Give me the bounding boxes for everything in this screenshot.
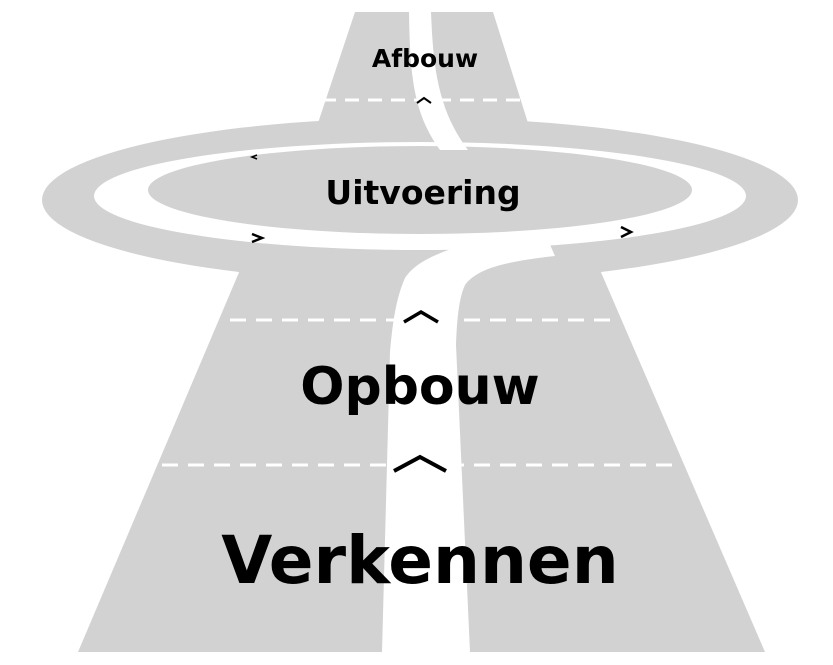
- bottom-road-center-line: [382, 232, 555, 652]
- chevron-right-icon: [620, 225, 634, 239]
- chevron-up-icon: [416, 96, 432, 104]
- stage-label-verkennen: Verkennen: [221, 522, 618, 599]
- lane-arrows: [393, 96, 447, 473]
- loop-arrows: [249, 154, 634, 244]
- stage-label-afbouw: Afbouw: [372, 44, 478, 73]
- stage-label-uitvoering: Uitvoering: [325, 173, 520, 212]
- chevron-left-icon: [249, 154, 258, 160]
- chevron-up-icon: [403, 309, 439, 324]
- bottom-road: [78, 232, 765, 652]
- roundabout: [42, 118, 798, 282]
- chevron-right-icon: [251, 232, 266, 244]
- top-road-center-line: [409, 12, 468, 150]
- chevron-up-icon: [393, 454, 447, 473]
- roundabout-inner-island: [148, 146, 692, 234]
- stage-label-opbouw: Opbouw: [300, 357, 539, 417]
